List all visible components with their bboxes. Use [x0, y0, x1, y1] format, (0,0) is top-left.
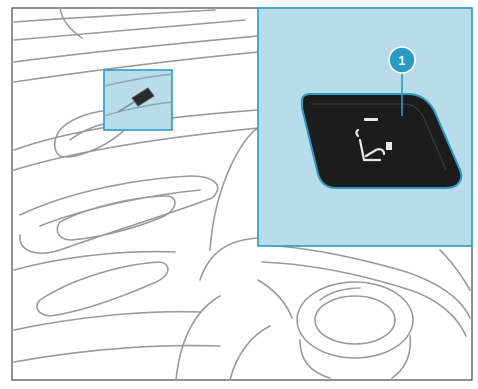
- led-indicator: [364, 118, 378, 121]
- callout-number: 1: [398, 53, 405, 68]
- switch-location-highlight: [104, 70, 172, 130]
- detail-inset: 1: [258, 8, 472, 246]
- callout-marker-1: 1: [389, 47, 415, 73]
